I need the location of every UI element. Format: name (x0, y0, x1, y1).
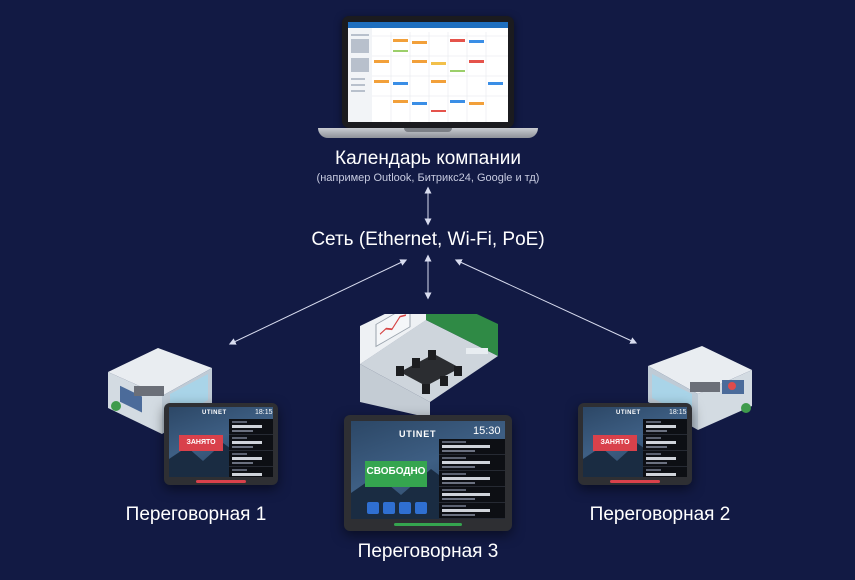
room-1-label: Переговорная 1 (125, 504, 267, 525)
room-2-tablet: UTINET 18:15 ЗАНЯТО (578, 403, 692, 485)
schedule-list (643, 419, 687, 477)
room-2-label: Переговорная 2 (589, 504, 731, 525)
clock: 18:15 (669, 409, 687, 416)
status-badge: ЗАНЯТО (593, 435, 637, 451)
status-led (610, 480, 660, 483)
room-3-label: Переговорная 3 (357, 541, 499, 562)
brand-logo: UTINET (616, 410, 641, 416)
network-label: Сеть (Ethernet, Wi-Fi, PoE) (311, 229, 545, 250)
status-badge: ЗАНЯТО (179, 435, 223, 451)
room-3-tablet: UTINET 15:30 СВОБОДНО (344, 415, 512, 531)
network-room1-arrow (228, 259, 408, 345)
status-led (394, 523, 462, 526)
brand-logo: UTINET (202, 410, 227, 416)
room-1-tablet: UTINET 18:15 ЗАНЯТО (164, 403, 278, 485)
schedule-list (229, 419, 273, 477)
calendar-title: Календарь компании (335, 148, 521, 169)
quick-buttons (367, 501, 427, 514)
laptop-screen (342, 16, 514, 128)
schedule-list (439, 439, 505, 519)
room-3-illustration (360, 314, 498, 418)
status-led (196, 480, 246, 483)
network-room2-arrow (454, 259, 638, 344)
clock: 15:30 (473, 425, 501, 437)
laptop-base (318, 128, 538, 138)
clock: 18:15 (255, 409, 273, 416)
status-badge: СВОБОДНО (365, 461, 427, 487)
calendar-subtitle: (например Outlook, Битрикс24, Google и т… (316, 172, 540, 184)
brand-logo: UTINET (399, 429, 437, 439)
calendar-app-screenshot (348, 22, 508, 122)
laptop-notch (404, 128, 452, 132)
